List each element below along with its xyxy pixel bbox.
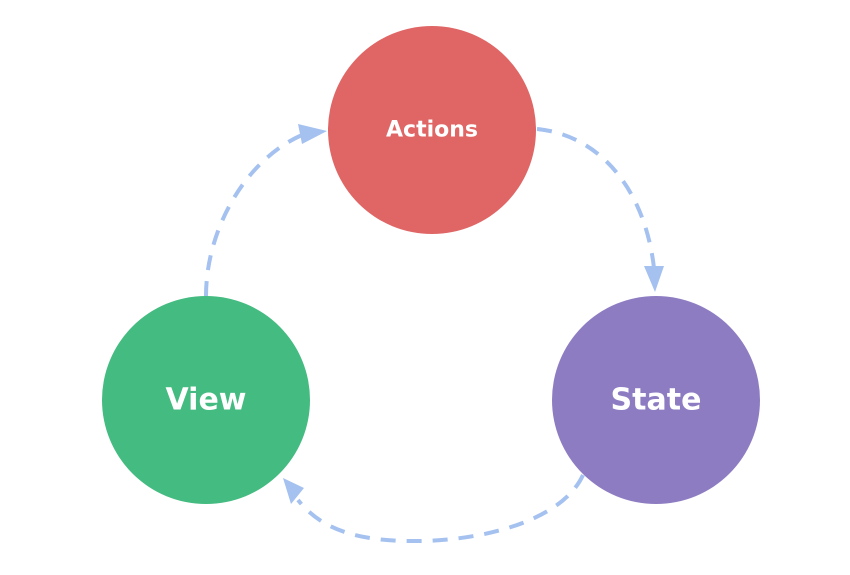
arrowhead-view-to-actions <box>298 124 327 144</box>
actions-label: Actions <box>386 118 478 143</box>
arrow-view-to-actions <box>204 133 303 297</box>
arrow-actions-to-state <box>536 127 656 269</box>
arrowhead-actions-to-state <box>644 266 664 292</box>
node-actions: Actions <box>328 26 536 234</box>
view-label: View <box>165 383 246 418</box>
node-view: View <box>102 296 310 504</box>
actions-circle <box>328 26 536 234</box>
state-circle <box>552 296 760 504</box>
arrow-state-to-view <box>296 474 585 544</box>
state-label: State <box>611 383 702 418</box>
view-circle <box>102 296 310 504</box>
arrows <box>204 124 664 544</box>
node-state: State <box>552 296 760 504</box>
arrowhead-state-to-view <box>283 478 304 504</box>
